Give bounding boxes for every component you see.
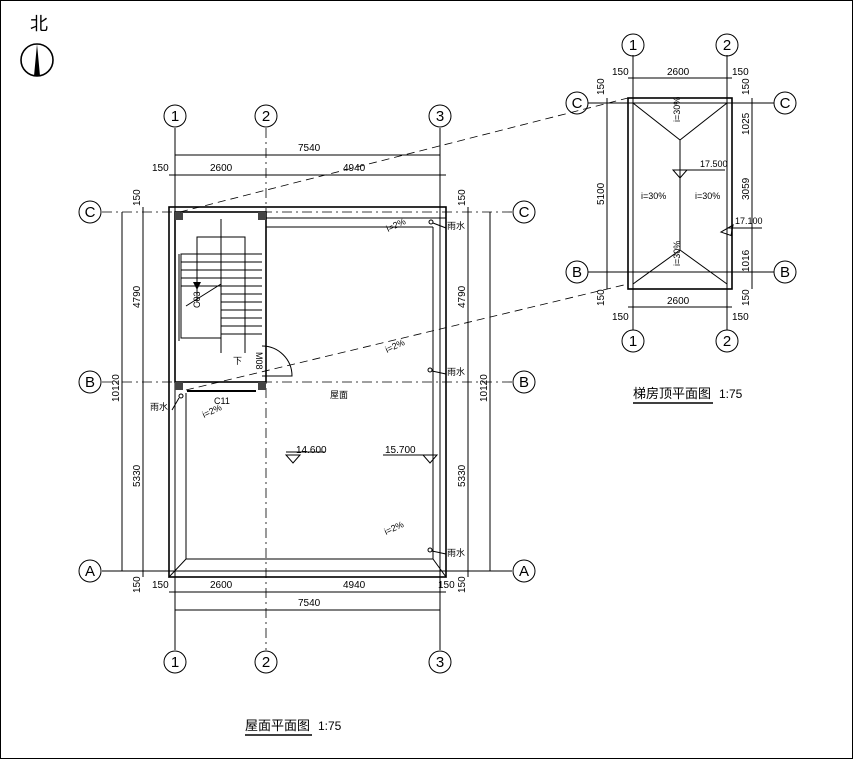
drain-label: 雨水 xyxy=(150,401,168,412)
dim-edge: 150 xyxy=(152,163,169,174)
axis-bubble-c: C xyxy=(85,204,96,221)
slope-label: i=30% xyxy=(672,241,682,266)
roof-plan-scale: 1:75 xyxy=(318,719,342,733)
dim-right: 1025 xyxy=(741,112,752,135)
dim-left-bay: 4790 xyxy=(132,285,143,308)
axis-bubble-c: C xyxy=(519,204,530,221)
slope-label: i=2% xyxy=(383,519,406,537)
drain-label: 雨水 xyxy=(447,220,465,231)
axis-bubble-b: B xyxy=(780,264,790,281)
axis-bubble-a: A xyxy=(519,563,529,580)
axis-bubble-3: 3 xyxy=(436,654,444,671)
slope-label: i=30% xyxy=(695,191,720,201)
dim-bay-top: 4940 xyxy=(343,163,366,174)
dim-edge: 150 xyxy=(152,580,169,591)
axis-bubble-b: B xyxy=(85,374,95,391)
north-arrow-icon xyxy=(20,43,54,77)
drain-label: 雨水 xyxy=(447,366,465,377)
elevation-label: 17.100 xyxy=(735,216,763,226)
stair-down-label: 下 xyxy=(233,356,242,366)
roof-plan: 雨水 雨水 雨水 雨水 i=2% i=2% i=2% i=2% 下 M08 C0… xyxy=(78,104,536,736)
axis-bubble-2: 2 xyxy=(723,37,731,54)
dim-right: 1016 xyxy=(741,249,752,272)
dim-edge: 150 xyxy=(732,312,749,323)
slope-label: i=30% xyxy=(672,97,682,122)
dim-right: 3059 xyxy=(741,177,752,200)
dim-width-top: 2600 xyxy=(667,67,690,78)
dim-width-bottom: 2600 xyxy=(667,296,690,307)
axis-bubble-b: B xyxy=(519,374,529,391)
dim-right-total: 10120 xyxy=(479,374,490,402)
north-label: 北 xyxy=(30,14,48,34)
dim-edge: 150 xyxy=(612,67,629,78)
door-label: M08 xyxy=(254,352,264,370)
window-label: C03 xyxy=(192,291,202,308)
dim-bay-bottom: 4940 xyxy=(343,580,366,591)
axis-bubble-a: A xyxy=(85,563,95,580)
axis-bubble-3: 3 xyxy=(436,108,444,125)
axis-bubble-2: 2 xyxy=(262,108,270,125)
slope-label: i=30% xyxy=(641,191,666,201)
slope-label: i=2% xyxy=(385,216,408,234)
window-label: C11 xyxy=(214,396,230,406)
axis-bubble-c: C xyxy=(572,95,583,112)
dim-edge: 150 xyxy=(132,576,143,593)
elevation-label: 14.600 xyxy=(296,445,327,456)
roof-label: 屋面 xyxy=(330,390,348,400)
dim-edge: 150 xyxy=(741,289,752,306)
axis-bubble-1: 1 xyxy=(171,108,179,125)
stair-roof-plan-scale: 1:75 xyxy=(719,387,743,401)
dim-edge: 150 xyxy=(596,289,607,306)
elevation-label: 17.500 xyxy=(700,159,728,169)
dim-left-bay: 5330 xyxy=(132,464,143,487)
stair-roof-plan-title: 梯房顶平面图 xyxy=(633,386,711,401)
dim-right-bay: 5330 xyxy=(457,464,468,487)
dim-total-bottom: 7540 xyxy=(298,598,321,609)
stair-roof-plan: 17.500 17.100 i=30% i=30% i=30% i=30% 26… xyxy=(565,33,797,404)
dim-total-top: 7540 xyxy=(298,143,321,154)
dim-left-total: 10120 xyxy=(111,374,122,402)
drain-label: 雨水 xyxy=(447,547,465,558)
dim-edge: 150 xyxy=(596,78,607,95)
dim-edge: 150 xyxy=(438,580,455,591)
axis-bubble-c: C xyxy=(780,95,791,112)
axis-bubble-b: B xyxy=(572,264,582,281)
elevation-label: 15.700 xyxy=(385,445,416,456)
dim-right-bay: 4790 xyxy=(457,285,468,308)
axis-bubble-1: 1 xyxy=(629,333,637,350)
dim-edge: 150 xyxy=(132,189,143,206)
dim-bay-bottom: 2600 xyxy=(210,580,233,591)
dim-edge: 150 xyxy=(612,312,629,323)
dim-depth: 5100 xyxy=(596,182,607,205)
roof-plan-title: 屋面平面图 xyxy=(245,718,310,733)
axis-bubble-1: 1 xyxy=(171,654,179,671)
dim-edge: 150 xyxy=(457,576,468,593)
axis-bubble-2: 2 xyxy=(723,333,731,350)
axis-bubble-1: 1 xyxy=(629,37,637,54)
dim-edge: 150 xyxy=(457,189,468,206)
axis-bubble-2: 2 xyxy=(262,654,270,671)
dim-edge: 150 xyxy=(741,78,752,95)
dim-bay-top: 2600 xyxy=(210,163,233,174)
dim-edge: 150 xyxy=(732,67,749,78)
